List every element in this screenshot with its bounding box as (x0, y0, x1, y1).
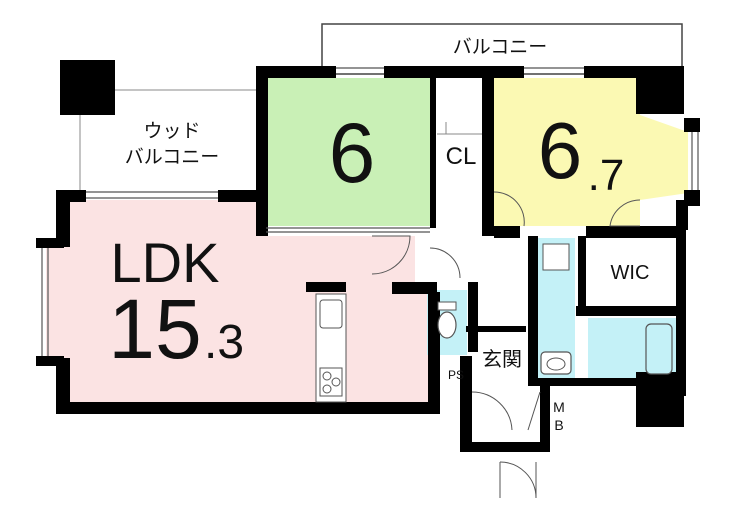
ps-label: PS (448, 368, 464, 382)
wash-basin-icon (540, 351, 572, 375)
ldk-size-minor: .3 (204, 316, 244, 369)
kitchen-sink-icon (319, 299, 343, 329)
room-6-7-size-minor: .7 (588, 151, 625, 200)
ldk-room (46, 200, 435, 403)
entrance-label: 玄関 (482, 348, 522, 371)
ldk-label: LDK (111, 231, 220, 294)
closet-label: CL (446, 143, 477, 170)
balcony-top-area (321, 23, 683, 75)
bathtub-icon (645, 323, 673, 375)
room-6-area (266, 78, 434, 226)
mb-label-2: B (554, 417, 563, 433)
walls (36, 66, 700, 452)
washing-machine-icon (542, 243, 570, 271)
toilet-icon (437, 311, 457, 339)
room-6-7-area (493, 78, 688, 226)
wood-balcony-label-1: ウッド (143, 121, 200, 142)
balcony-column (60, 60, 115, 115)
wood-balcony-label-2: バルコニー (125, 147, 220, 168)
wic-label: WIC (611, 262, 650, 284)
door-swings (371, 191, 641, 499)
ldk-size-major: 15 (108, 282, 201, 376)
mb-label-1: M (553, 399, 565, 415)
closet-area (437, 78, 482, 226)
room-6-size: 6 (329, 106, 376, 200)
balcony-top-label: バルコニー (453, 37, 548, 58)
windows (41, 67, 699, 356)
stove-icon (319, 367, 343, 397)
room-6-7-size-major: 6 (538, 106, 583, 195)
